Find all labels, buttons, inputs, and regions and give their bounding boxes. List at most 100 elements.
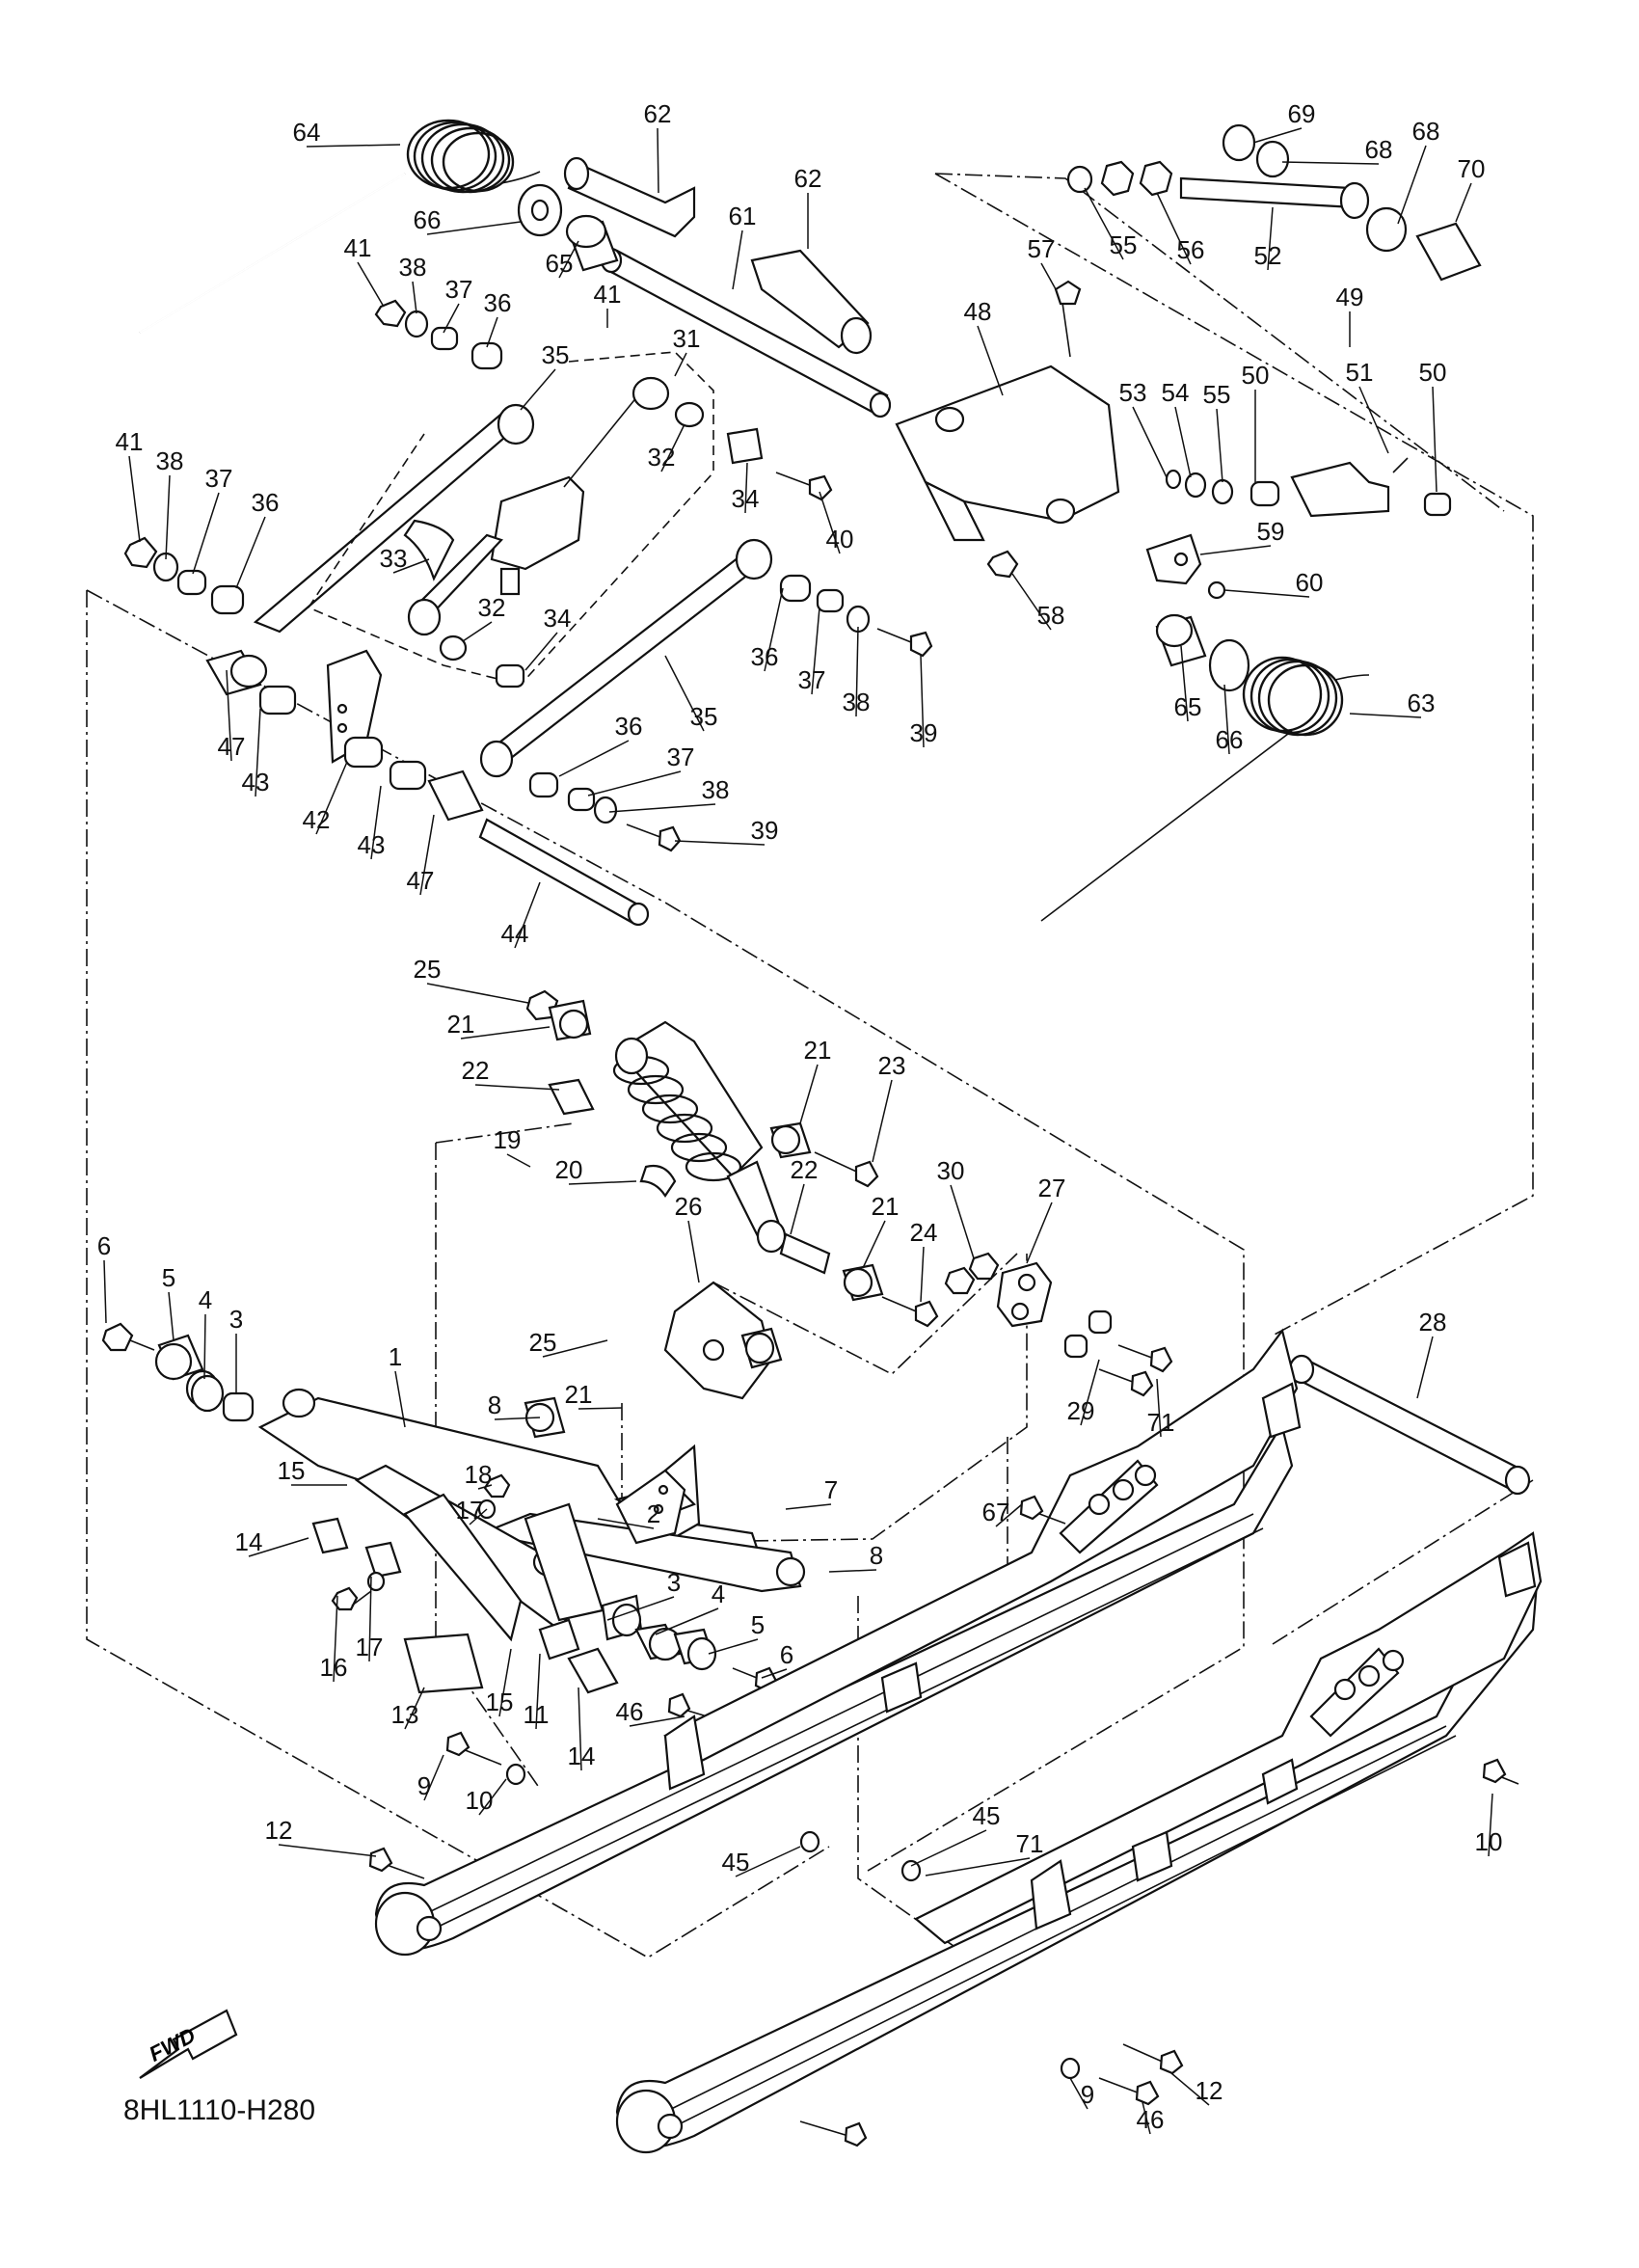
part-callout-16: 16: [320, 1653, 348, 1682]
hardware-21-23: [769, 1121, 939, 1328]
leader-line: [426, 983, 529, 1004]
leader-line: [477, 1484, 493, 1490]
part-callout-43: 43: [242, 768, 270, 796]
part-callout-46: 46: [1137, 2105, 1165, 2134]
part-callout-37: 37: [667, 742, 695, 771]
leader-line: [660, 423, 685, 472]
part-callout-38: 38: [399, 253, 427, 282]
collar-62-right: [750, 249, 873, 355]
collar-62-upper: [563, 156, 696, 238]
part-callout-67: 67: [982, 1498, 1010, 1526]
part-callout-60: 60: [1296, 568, 1324, 597]
part-callout-48: 48: [964, 297, 992, 326]
leader-line: [370, 785, 382, 860]
part-callout-59: 59: [1257, 517, 1285, 546]
hardware-upper-left: [374, 299, 503, 370]
leader-line: [1174, 406, 1192, 478]
part-callout-69: 69: [1288, 99, 1316, 128]
part-callout-71: 71: [1016, 1829, 1044, 1858]
part-callout-7: 7: [824, 1475, 838, 1504]
part-callout-68: 68: [1412, 117, 1440, 146]
leader-line: [226, 669, 232, 762]
leader-line: [412, 281, 417, 314]
leader-line: [811, 607, 820, 695]
part-callout-6: 6: [780, 1640, 793, 1669]
leader-line: [168, 1291, 175, 1341]
leader-line: [1416, 1336, 1434, 1399]
part-callout-8: 8: [488, 1390, 501, 1419]
leader-line: [357, 261, 385, 308]
part-callout-18: 18: [465, 1460, 493, 1489]
part-callout-25: 25: [414, 955, 442, 984]
leader-line: [535, 1653, 541, 1730]
part-callout-34: 34: [544, 604, 572, 633]
slide-rail-right: [615, 1495, 1543, 2154]
hardware-right-middle: [779, 574, 933, 658]
part-callout-39: 39: [751, 816, 779, 845]
link-26: [663, 1281, 783, 1400]
leader-line: [606, 1596, 675, 1621]
part-callout-15: 15: [278, 1456, 306, 1485]
part-callout-22: 22: [791, 1155, 819, 1184]
leader-line: [404, 1687, 425, 1730]
part-callout-3: 3: [667, 1568, 681, 1597]
leader-line: [1267, 206, 1274, 271]
part-callout-47: 47: [407, 866, 435, 895]
part-callout-10: 10: [1475, 1827, 1503, 1856]
leader-line: [333, 1595, 338, 1683]
part-callout-31: 31: [673, 324, 701, 353]
part-callout-43: 43: [358, 830, 386, 859]
part-callout-41: 41: [594, 280, 622, 309]
leader-line: [708, 1638, 759, 1655]
part-callout-45: 45: [722, 1848, 750, 1876]
leader-line: [925, 1857, 1031, 1876]
leader-line: [732, 230, 743, 290]
part-callout-39: 39: [910, 718, 938, 747]
leader-line: [1156, 1378, 1162, 1438]
leader-line: [785, 1503, 832, 1510]
leader-line: [524, 632, 558, 671]
leader-line: [1199, 545, 1272, 555]
part-callout-32: 32: [648, 443, 676, 472]
leader-line: [1011, 573, 1052, 631]
leader-line: [514, 881, 541, 949]
part-callout-28: 28: [1419, 1308, 1447, 1336]
part-callout-9: 9: [417, 1771, 431, 1800]
part-callout-10: 10: [466, 1786, 494, 1815]
part-callout-41: 41: [344, 233, 372, 262]
leader-line: [1142, 2101, 1151, 2135]
part-callout-36: 36: [484, 288, 512, 317]
leader-line: [1156, 192, 1192, 265]
collars-and-bracket-42: [205, 649, 650, 927]
plate-59: [1145, 533, 1226, 600]
part-callout-12: 12: [1196, 2076, 1223, 2105]
bolt-40: [775, 472, 833, 501]
leader-line: [872, 1079, 893, 1163]
leader-line: [1026, 1202, 1053, 1264]
leader-line: [995, 1503, 1023, 1527]
part-callout-1: 1: [389, 1342, 402, 1371]
part-callout-64: 64: [293, 118, 321, 147]
leader-line: [558, 240, 579, 279]
part-callout-22: 22: [462, 1056, 490, 1085]
part-callout-36: 36: [252, 488, 280, 517]
part-callout-65: 65: [546, 249, 574, 278]
leader-line: [1084, 187, 1124, 260]
leader-line: [819, 491, 841, 554]
part-callout-5: 5: [162, 1263, 175, 1292]
leader-line: [1455, 182, 1472, 223]
part-callout-58: 58: [1037, 601, 1065, 630]
part-callout-65: 65: [1174, 692, 1202, 721]
part-callout-42: 42: [303, 805, 331, 834]
part-callout-38: 38: [702, 775, 730, 804]
leader-line: [494, 1417, 541, 1420]
rear-shock-19: [525, 989, 787, 1254]
leader-line: [520, 368, 556, 411]
slide-rail-left: [374, 1328, 1302, 1957]
leader-line: [443, 303, 460, 334]
leader-line: [1281, 161, 1380, 165]
part-callout-53: 53: [1119, 378, 1147, 407]
part-callout-2: 2: [647, 1499, 660, 1528]
part-callout-27: 27: [1038, 1174, 1066, 1202]
leader-line: [655, 1607, 719, 1635]
